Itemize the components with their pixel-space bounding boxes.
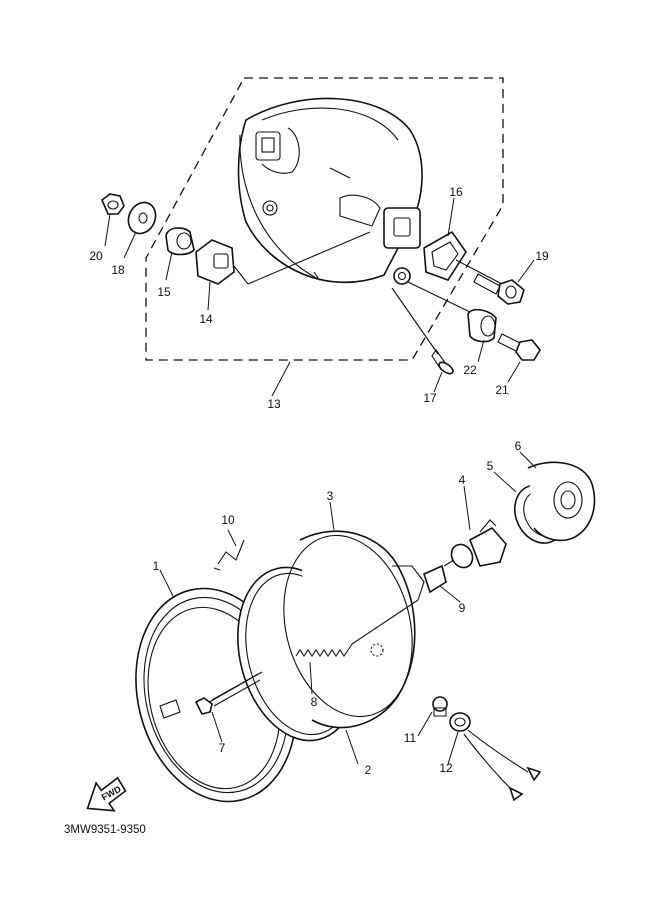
callout-1: 1: [153, 559, 160, 573]
part-7-adjust-screw: [194, 671, 263, 715]
part-8-spring: [295, 599, 419, 657]
callout-5: 5: [487, 459, 494, 473]
callout-6: 6: [515, 439, 522, 453]
callout-20: 20: [89, 249, 103, 263]
diagram-code: 3MW9351-9350: [64, 824, 146, 836]
callout-17: 17: [423, 391, 437, 405]
callout-18: 18: [111, 263, 125, 277]
part-10-spring-clip: [213, 539, 245, 571]
forward-arrow-icon: FWD: [86, 776, 127, 812]
callout-7: 7: [219, 741, 226, 755]
part-21-bolt: [497, 333, 541, 361]
part-6-cover: [527, 461, 596, 542]
part-17-screw: [391, 287, 454, 375]
part-3-reflector: [283, 530, 425, 729]
callout-12: 12: [439, 761, 453, 775]
callout-13: 13: [267, 397, 281, 411]
part-19-bolt: [455, 259, 525, 305]
part-12-socket-wire: [449, 712, 542, 802]
callout-15: 15: [157, 285, 171, 299]
callout-11: 11: [404, 731, 417, 745]
headlight-housing: [237, 97, 423, 285]
callout-3: 3: [327, 489, 334, 503]
callout-4: 4: [459, 473, 466, 487]
part-9-clip: [423, 559, 455, 594]
part-14-grommet: [195, 239, 235, 285]
part-16-damper: [423, 230, 467, 281]
part-11-cap: [432, 696, 448, 717]
callout-22: 22: [463, 363, 477, 377]
housing-group-outline: [145, 77, 504, 361]
callout-9: 9: [459, 601, 466, 615]
callout-10: 10: [221, 513, 235, 527]
part-18-washer: [127, 201, 157, 235]
part-20-nut: [101, 193, 125, 215]
callout-21: 21: [495, 383, 509, 397]
part-15-collar: [165, 227, 195, 256]
callout-16: 16: [449, 185, 463, 199]
callout-14: 14: [199, 312, 213, 326]
callout-19: 19: [535, 249, 549, 263]
part-4-bulb: [450, 519, 507, 569]
callout-2: 2: [365, 763, 372, 777]
callout-8: 8: [311, 695, 318, 709]
part-22-collar: [407, 281, 497, 343]
